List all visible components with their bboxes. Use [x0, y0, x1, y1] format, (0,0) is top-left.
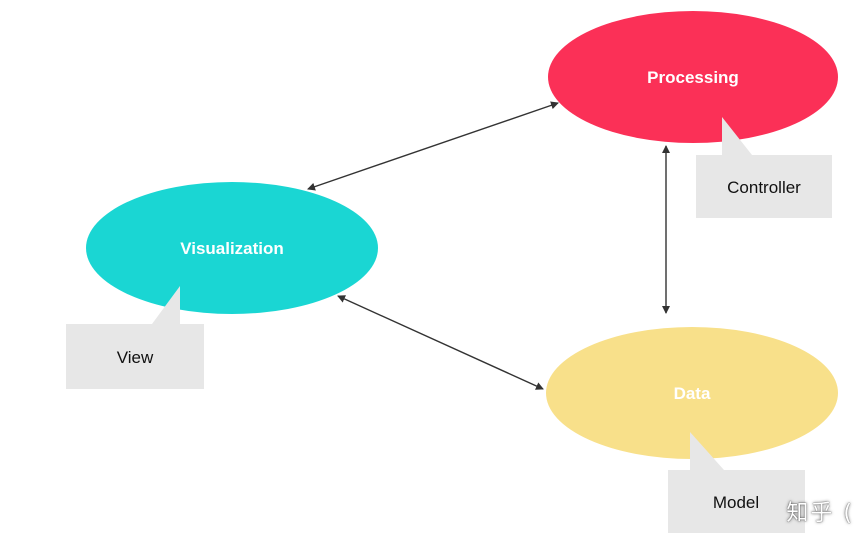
- arrow-processing-visualization: [307, 101, 559, 191]
- zhihu-watermark: 知乎 (: [786, 501, 854, 526]
- visualization-node: Visualization: [86, 182, 378, 314]
- model-label: Model: [713, 493, 759, 512]
- view-callout: View: [66, 286, 204, 389]
- visualization-label: Visualization: [180, 239, 284, 258]
- data-ellipse: [546, 327, 838, 459]
- processing-label: Processing: [647, 68, 739, 87]
- data-node: Data: [546, 327, 838, 459]
- processing-ellipse: [548, 11, 838, 143]
- data-label: Data: [674, 384, 711, 403]
- processing-node: Processing: [548, 11, 838, 143]
- model-callout-box: [668, 432, 805, 533]
- controller-label: Controller: [727, 178, 801, 197]
- visualization-ellipse: [86, 182, 378, 314]
- controller-callout-box: [696, 117, 832, 218]
- controller-callout: Controller: [696, 117, 832, 218]
- arrow-visualization-data: [337, 295, 544, 390]
- model-callout: Model: [668, 432, 805, 533]
- view-callout-box: [66, 286, 204, 389]
- view-label: View: [117, 348, 154, 367]
